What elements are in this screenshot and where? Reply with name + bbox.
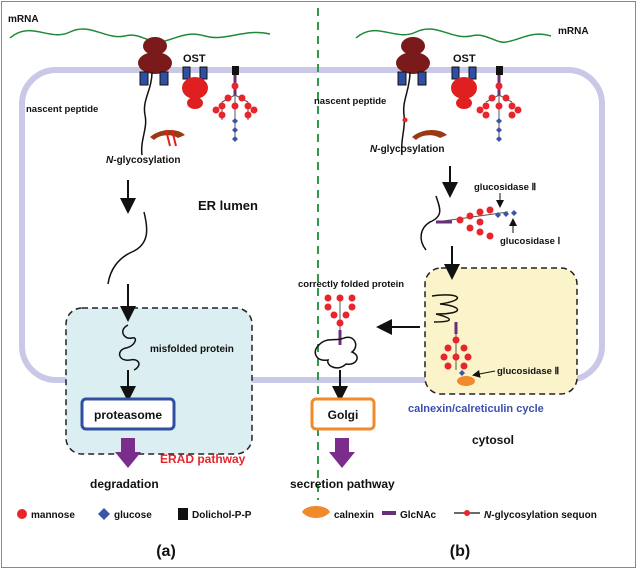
dolichol-b: [496, 66, 503, 75]
misfolded-protein-shape: [118, 324, 140, 371]
folded-protein-shape: [314, 336, 358, 369]
translocon-left-a: [139, 71, 149, 86]
legend-mannose-icon: [17, 509, 27, 519]
n-glycosylation-label-a: N-glycosylation: [106, 155, 180, 166]
ost-enzyme-a: [182, 77, 208, 99]
misfolded-protein-label: misfolded protein: [150, 344, 234, 355]
glycosylated-peptide-b: [420, 195, 441, 251]
translocon-right-a: [159, 71, 169, 86]
legend-mannose-label: mannose: [31, 510, 75, 521]
er-lumen-label: ER lumen: [198, 198, 258, 213]
ost-anchor-right-b: [468, 66, 477, 80]
legend-sequon-icon: [464, 510, 470, 516]
legend: mannose glucose Dolichol-P-P calnexin Gl…: [17, 506, 597, 521]
degradation-label: degradation: [90, 477, 159, 491]
erad-pathway-label: ERAD pathway: [160, 452, 246, 466]
legend-calnexin-icon: [302, 506, 330, 518]
legend-calnexin-label: calnexin: [334, 510, 374, 521]
legend-sequon-label: N-glycosylation sequon: [484, 510, 597, 521]
translocon-right-b: [417, 71, 427, 86]
legend-glucose-label: glucose: [114, 510, 152, 521]
sequon-mark-b: [402, 117, 408, 123]
cytosol-label: cytosol: [472, 433, 514, 447]
folding-protein-cycle: [431, 294, 459, 323]
golgi-box: [310, 397, 376, 431]
ost-label-a: OST: [183, 53, 206, 65]
proteasome-label: proteasome: [94, 408, 162, 422]
glycan-precursor-b: [476, 75, 522, 142]
ribosome-small-b: [401, 37, 425, 55]
golgi-label: Golgi: [328, 408, 359, 422]
panel-b-label: (b): [450, 543, 470, 560]
mrna-strand-a: [9, 28, 271, 43]
legend-glcnac-label: GlcNAc: [400, 510, 437, 521]
n-glycosylation-label-b: N-glycosylation: [370, 144, 444, 155]
mrna-label-a: mRNA: [8, 14, 39, 25]
arrow-degradation: [115, 438, 141, 468]
er-membrane: [19, 67, 605, 383]
glycan-attached-b: [435, 206, 517, 240]
ribosome-small-a: [143, 37, 167, 55]
ost-enzyme-lower-a: [187, 97, 203, 109]
ost-enzyme-b: [451, 77, 477, 99]
glycosylation-arrow-b: [412, 129, 447, 140]
panel-a-label: (a): [156, 543, 176, 560]
glucosidase-2-cycle-pointer: [472, 369, 496, 378]
glycan-cycle: [440, 322, 472, 376]
arrow-secretion: [329, 438, 355, 468]
dolichol-a: [232, 66, 239, 75]
ost-anchor-left-a: [182, 66, 191, 80]
glycan-folded: [324, 294, 356, 345]
ribosome-large-b: [396, 52, 430, 74]
correctly-folded-label: correctly folded protein: [298, 279, 404, 290]
mrna-strand-b: [355, 28, 552, 43]
translocon-left-b: [397, 71, 407, 86]
legend-glucose-icon: [98, 508, 110, 520]
legend-dolichol-icon: [178, 508, 188, 520]
glucosidase-2-label: glucosidase Ⅱ: [474, 182, 537, 193]
ost-label-b: OST: [453, 53, 476, 65]
glucosidase-2-cycle-label: glucosidase Ⅱ: [497, 366, 560, 377]
block-mark-1-a: [165, 129, 171, 147]
calnexin-cycle-box: [424, 267, 578, 395]
glycan-precursor-a: [212, 75, 258, 142]
legend-dolichol-label: Dolichol-P-P: [192, 510, 252, 521]
erad-box: [65, 307, 253, 455]
nascent-peptide-chain-b: [400, 71, 411, 156]
nascent-peptide-chain-a: [140, 71, 153, 156]
ost-anchor-left-b: [451, 66, 460, 80]
secretion-pathway-label: secretion pathway: [290, 477, 395, 491]
block-mark-2-a: [171, 129, 177, 147]
glucosidase-1-label: glucosidase Ⅰ: [500, 236, 561, 247]
calnexin-shape: [457, 376, 475, 386]
ost-anchor-right-a: [199, 66, 208, 80]
unfolded-peptide-a: [107, 211, 148, 285]
nascent-peptide-label-a: nascent peptide: [26, 104, 98, 115]
calnexin-cycle-label: calnexin/calreticulin cycle: [408, 403, 544, 415]
ribosome-large-a: [138, 52, 172, 74]
proteasome-box: [80, 397, 176, 431]
mrna-label-b: mRNA: [558, 26, 589, 37]
nascent-peptide-label-b: nascent peptide: [314, 96, 386, 107]
ost-enzyme-lower-b: [456, 97, 472, 109]
